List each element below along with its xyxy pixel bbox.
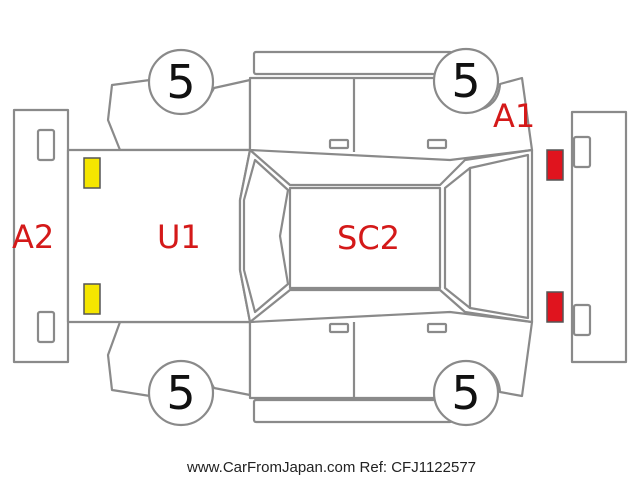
headlight-bottom-marker (83, 283, 101, 315)
wheel-bottom-right: 5 (432, 359, 500, 427)
wheel-top-left-grade: 5 (166, 55, 195, 109)
car-body (66, 148, 534, 324)
front-bumper (12, 108, 70, 364)
label-a2: A2 (12, 218, 54, 256)
wheel-bottom-right-grade: 5 (451, 366, 480, 420)
wheel-top-right: 5 (432, 47, 500, 115)
taillight-bottom-marker (546, 291, 564, 323)
wheel-bottom-left-grade: 5 (166, 366, 195, 420)
taillight-top-marker (546, 149, 564, 181)
wheel-top-right-grade: 5 (451, 54, 480, 108)
label-sc2: SC2 (337, 219, 400, 257)
label-u1: U1 (157, 218, 201, 256)
wheel-top-left: 5 (147, 48, 215, 116)
headlight-top-marker (83, 157, 101, 189)
label-a1: A1 (493, 97, 535, 135)
rear-bumper (570, 110, 628, 364)
wheel-bottom-left: 5 (147, 359, 215, 427)
footer-reference: www.CarFromJapan.com Ref: CFJ1122577 (186, 459, 476, 476)
